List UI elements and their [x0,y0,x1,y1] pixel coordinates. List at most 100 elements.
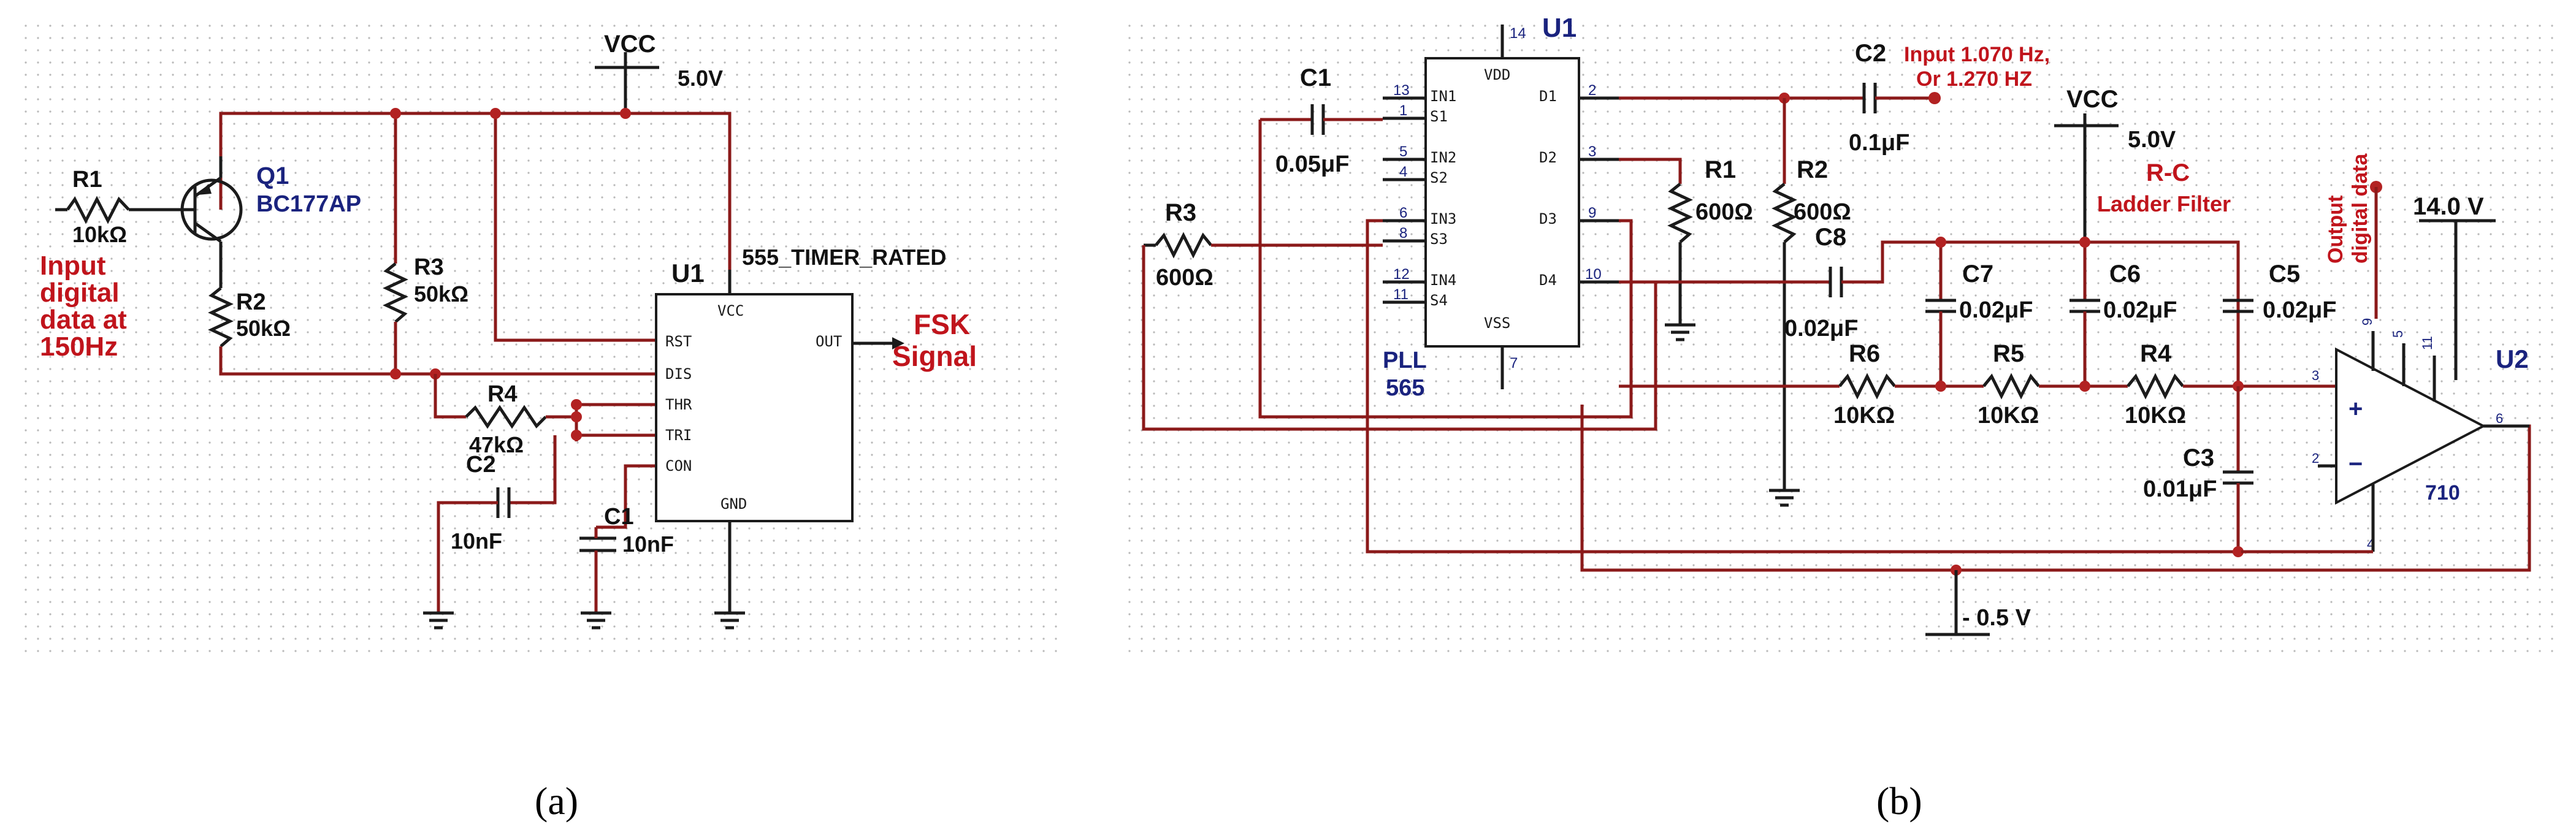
pll-pin-in2: IN2 [1430,149,1456,166]
r1-value: 10kΩ [72,222,127,247]
q1-part: BC177AP [256,191,361,217]
input-note-line-2: Or 1.270 HZ [1916,67,2032,91]
pin-thr: THR [665,396,692,413]
pll-r3-value: 600Ω [1156,265,1213,291]
ladder-caps [1925,237,2253,386]
r2-name: R2 [236,289,266,315]
pll-pin-vss: VSS [1484,314,1510,332]
c2-value: 10nF [451,528,502,554]
pll-c5-value: 0.02μF [2263,297,2336,323]
q1-name: Q1 [256,162,289,189]
pll-r3-resistor [1155,232,1212,259]
pll-pin-in4: IN4 [1430,272,1456,289]
caption-b: (b) [1876,779,1922,823]
r4-name: R4 [487,381,518,407]
pll-c7-value: 0.02μF [1959,297,2033,323]
pll-pin-num-4: 4 [1399,164,1407,180]
pll-pin-d4: D4 [1539,272,1557,289]
pll-c8-value: 0.02μF [1784,316,1858,341]
pll-pin-num-1: 1 [1399,102,1407,119]
r3-value: 50kΩ [414,281,468,307]
pin-rst: RST [665,333,692,350]
pll-pin-num-5: 5 [1399,143,1407,160]
output-label-line-2: Signal [892,340,977,372]
pll-r4-value: 10KΩ [2125,403,2186,429]
pin-tri: TRI [665,427,692,444]
pin-con: CON [665,457,692,474]
pll-r1-resistor [1667,183,1693,243]
ground-a3 [714,611,745,630]
pll-pin-num-6: 6 [1399,205,1407,221]
pll-u1-name: U1 [1542,13,1577,43]
c1-name: C1 [604,504,634,530]
pll-pin-vdd: VDD [1484,66,1510,83]
u1-part: 555_TIMER_RATED [742,245,946,270]
pll-r1-value: 600Ω [1695,199,1753,225]
pll-r5-value: 10KΩ [1978,403,2039,429]
r2-resistor [208,287,234,348]
u2-plus: + [2349,395,2363,422]
pin-gnd: GND [720,495,747,512]
pll-pin-in1: IN1 [1430,88,1456,105]
pll-c2-value: 0.1μF [1849,130,1909,156]
r3-name: R3 [414,254,444,280]
pll-pin-d3: D3 [1539,210,1557,227]
pll-pin-num-8: 8 [1399,225,1407,242]
u2-pin-num-9: 9 [2360,318,2375,326]
panel-b: U1 PLL 565 IN1 S1 IN2 S2 IN3 S3 IN4 S4 V… [1142,13,2531,636]
vcc-label: VCC [604,31,655,58]
pll-c6-value: 0.02μF [2103,297,2177,323]
r2-value: 50kΩ [236,316,291,341]
input-label-line-3: data at [40,305,127,335]
r1-resistor [66,196,130,224]
pll-r6-resistor [1838,373,1896,400]
pll-pin-d1: D1 [1539,88,1557,105]
output-label-line-1: Output [2324,196,2347,264]
pll-r5-resistor [1982,373,2040,400]
u2-minus: − [2349,451,2363,478]
q1-transistor [180,176,243,243]
ground-a1 [423,611,454,630]
vcc-value: 5.0V [678,66,723,91]
u2-pin-num-2: 2 [2312,451,2319,466]
output-label-line-1: FSK [914,308,970,340]
r4-resistor [465,405,547,429]
pll-r2-name: R2 [1797,156,1828,183]
pll-pin-num-3: 3 [1588,143,1596,160]
pll-r5-name: R5 [1993,340,2024,367]
input-note-line-1: Input 1.070 Hz, [1904,43,2050,66]
pll-pin-num-12: 12 [1393,266,1410,283]
c2-name: C2 [466,452,496,478]
panel-a: VCC 5.0V R1 10kΩ Q1 BC177AP Input [40,31,977,630]
pll-part-line-2: 565 [1386,375,1424,401]
pll-vcc-label: VCC [2066,86,2118,113]
u2-opamp [2335,347,2486,505]
pll-r6-value: 10KΩ [1833,403,1895,429]
u2-pin-num-5: 5 [2390,330,2406,338]
caption-a: (a) [535,779,578,823]
u2-pin-num-6: 6 [2496,411,2503,426]
pll-ground-2 [1769,489,1800,507]
panel-b-grid [1122,17,2563,661]
pll-pin-num-2: 2 [1588,82,1596,99]
pll-pin-s1: S1 [1430,108,1448,125]
pll-r2-value: 600Ω [1794,199,1851,225]
u2-pin-num-11: 11 [2420,336,2435,350]
pll-c1-name: C1 [1300,64,1331,91]
r3-resistor [383,262,408,323]
pll-pin-s2: S2 [1430,169,1448,186]
u2-part: 710 [2425,481,2460,505]
pll-c8-name: C8 [1815,224,1846,251]
pll-pin-d2: D2 [1539,149,1557,166]
pll-r1-name: R1 [1705,156,1736,183]
pll-pin-s4: S4 [1430,292,1448,309]
pll-pin-num-14: 14 [1510,25,1526,42]
r1-name: R1 [72,167,102,192]
pll-r2-resistor [1771,183,1797,243]
pll-pin-s3: S3 [1430,230,1448,248]
pll-c3-name: C3 [2183,444,2214,471]
pin-out: OUT [816,333,842,350]
pll-c3-value: 0.01μF [2143,476,2217,502]
vminus-value: - 0.5 V [1962,605,2031,631]
